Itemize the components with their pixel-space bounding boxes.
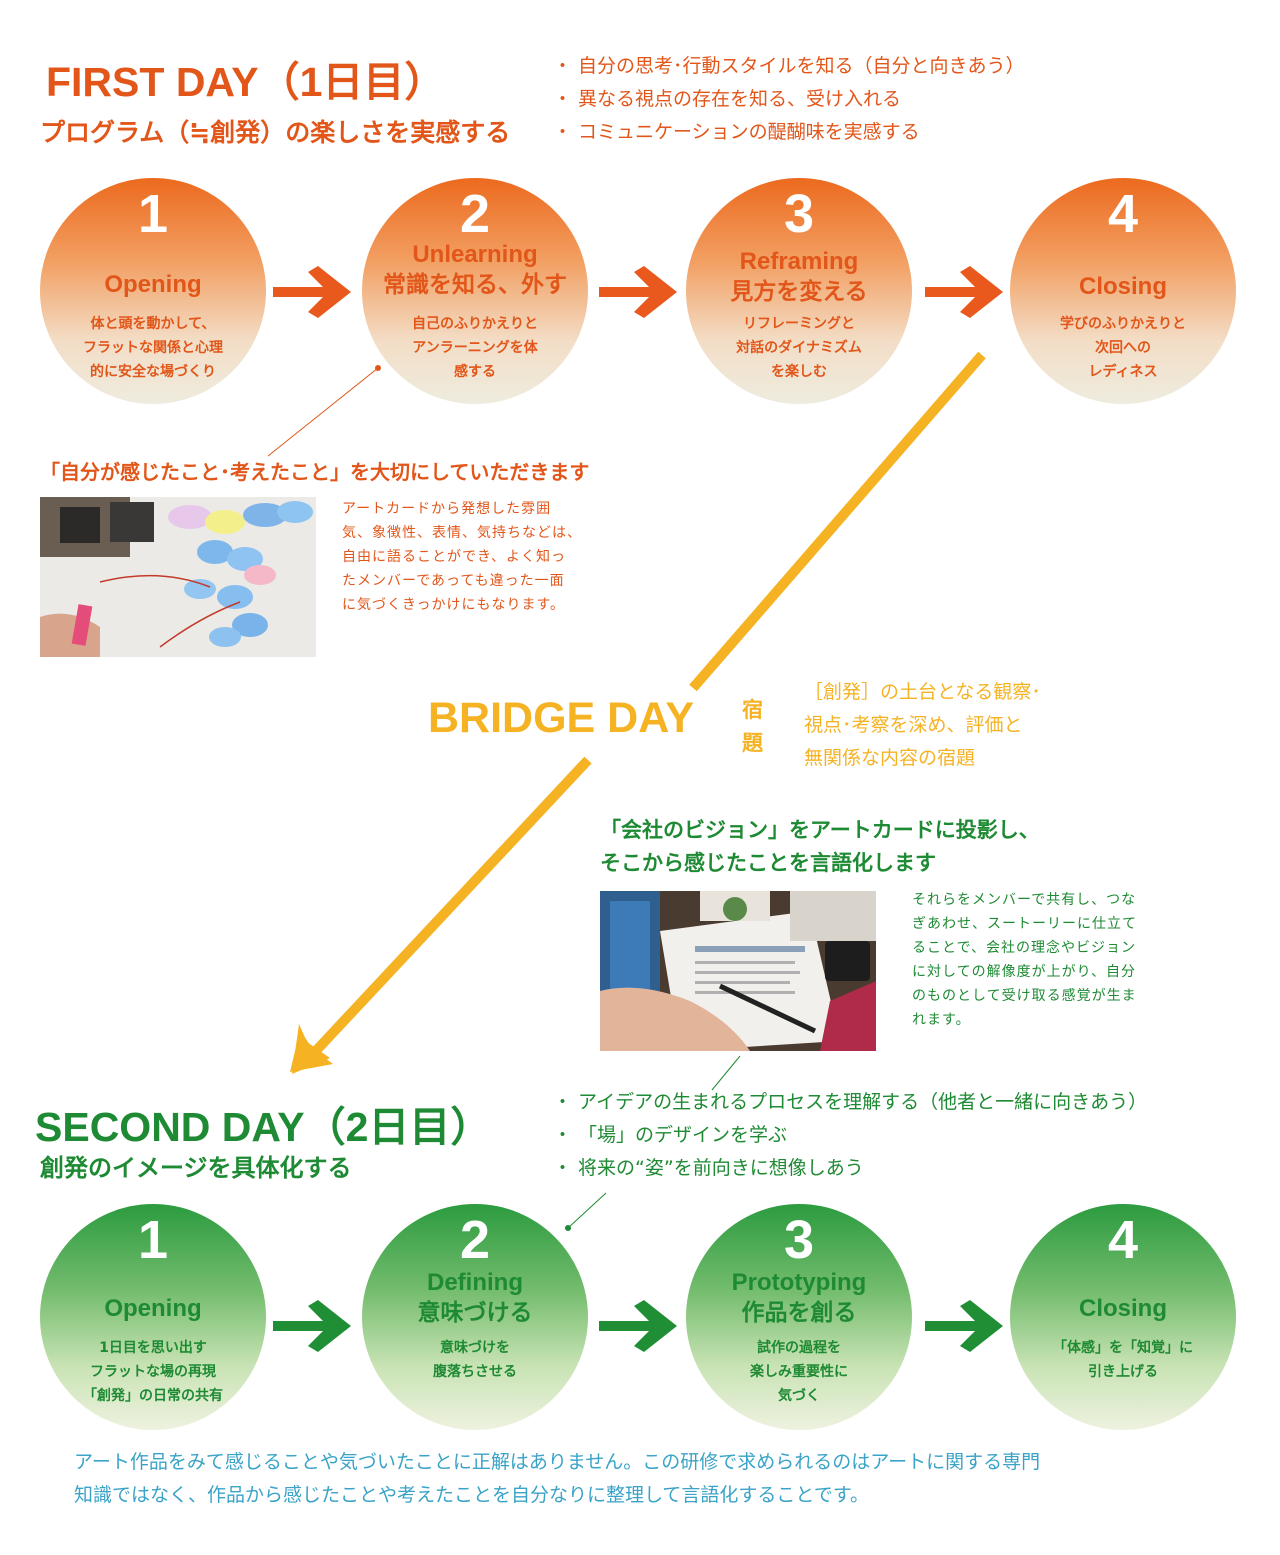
second-day-bullet: ・ 「場」のデザインを学ぶ [553,1124,788,1146]
first-day-step-2: 2 Unlearning 常識を知る、外す 自己のふりかえりと アンラーニングを… [362,178,588,404]
step-description: 試作の過程を 楽しみ重要性に 気づく [750,1340,848,1404]
second-day-subtitle: 創発のイメージを具体化する [40,1154,352,1182]
step-title-en: Closing [1079,1295,1167,1322]
step-title-ja: 作品を創る [741,1300,857,1326]
first-day-callout-text: アートカードから発想した雰囲 気、象徴性、表情、気持ちなどは、 自由に語ることが… [342,501,582,613]
arrow-right-icon [599,1300,677,1352]
step-title-ja: 見方を変える [730,279,868,305]
step-number: 3 [783,184,815,244]
step-title-en: Opening [104,1295,202,1322]
first-day-step-3: 3 Reframing 見方を変える リフレーミングと 対話のダイナミズム を楽… [686,178,912,404]
step-number: 2 [459,184,491,244]
first-day-bullet: ・ コミュニケーションの醍醐味を実感する [553,121,920,143]
step-description: 「体感」を「知覚」に 引き上げる [1053,1340,1193,1380]
first-day-callout-heading: 「自分が感じたこと･考えたこと」を大切にしていただきます [40,460,590,484]
second-day-title: SECOND DAY（2日目） [35,1104,492,1150]
step-number: 1 [137,1210,169,1270]
second-day-bullet: ・ アイデアの生まれるプロセスを理解する（他者と一緒に向きあう） [553,1091,1148,1113]
bridge-day-callout-heading: 「会社のビジョン」をアートカードに投影し、 そこから感じたことを言語化します [600,818,1040,875]
first-day-bullets: ・ 自分の思考･行動スタイルを知る（自分と向きあう） ・ 異なる視点の存在を知る… [553,50,1025,149]
step-description: 体と頭を動かして、 フラットな関係と心理 的に安全な場づくり [83,316,223,380]
first-day-step-1: 1 Opening 体と頭を動かして、 フラットな関係と心理 的に安全な場づくり [40,178,266,404]
step-number: 1 [137,184,169,244]
step-number: 4 [1107,184,1139,244]
bridge-day-title: BRIDGE DAY [428,694,695,742]
step-title-en: Reframing [739,248,859,275]
step-description: 自己のふりかえりと アンラーニングを体 感する [412,316,538,380]
step-title-en: Prototyping [731,1269,867,1296]
first-day-title: FIRST DAY（1日目） [46,59,446,105]
photo-sticky-notes-image [40,497,316,657]
bridge-day-callout-text: それらをメンバーで共有し、つな ぎあわせ、スートーリーに仕立て ることで、会社の… [912,892,1137,1028]
step-title-en: Defining [427,1269,523,1296]
step-description: 学びのふりかえりと 次回への レディネス [1060,316,1186,380]
second-day-step-1: 1 Opening 1日目を思い出す フラットな場の再現 「創発」の日常の共有 [40,1204,266,1430]
arrow-right-icon [599,266,677,318]
second-day-bullets: ・ アイデアの生まれるプロセスを理解する（他者と一緒に向きあう） ・ 「場」のデ… [553,1086,1147,1185]
footer-note: アート作品をみて感じることや気づいたことに正解はありません。この研修で求められる… [74,1451,1041,1506]
bridge-day-text: ［創発］の土台となる観察･ 視点･考察を深め、評価と 無関係な内容の宿題 [804,681,1041,769]
arrow-right-icon [925,1300,1003,1352]
step-description: 意味づけを 腹落ちさせる [433,1340,517,1380]
arrow-right-icon [273,266,351,318]
step-title-ja: 意味づける [417,1300,533,1326]
arrow-right-icon [925,266,1003,318]
step-title-en: Closing [1079,273,1167,300]
second-day-step-2: 2 Defining 意味づける 意味づけを 腹落ちさせる [362,1204,588,1430]
second-day-step-3: 3 Prototyping 作品を創る 試作の過程を 楽しみ重要性に 気づく [686,1204,912,1430]
photo-worksheet-writing-image [600,891,876,1051]
second-day-step-4: 4 Closing 「体感」を「知覚」に 引き上げる [1010,1204,1236,1430]
first-day-bullet: ・ 自分の思考･行動スタイルを知る（自分と向きあう） [553,55,1025,77]
first-day-subtitle: プログラム（≒創発）の楽しさを実感する [40,118,511,147]
second-day-bullet: ・ 将来の“姿”を前向きに想像しあう [553,1157,864,1179]
arrow-right-icon [273,1300,351,1352]
step-description: リフレーミングと 対話のダイナミズム を楽しむ [736,316,862,380]
step-description: 1日目を思い出す フラットな場の再現 「創発」の日常の共有 [83,1340,223,1404]
step-title-en: Unlearning [412,241,538,268]
bridge-day-homework-label: 宿 題 [742,698,763,755]
first-day-bullet: ・ 異なる視点の存在を知る、受け入れる [553,88,902,110]
step-number: 3 [783,1210,815,1270]
step-number: 4 [1107,1210,1139,1270]
step-number: 2 [459,1210,491,1270]
step-title-en: Opening [104,271,202,298]
first-day-step-4: 4 Closing 学びのふりかえりと 次回への レディネス [1010,178,1236,404]
step-title-ja: 常識を知る、外す [383,272,567,298]
